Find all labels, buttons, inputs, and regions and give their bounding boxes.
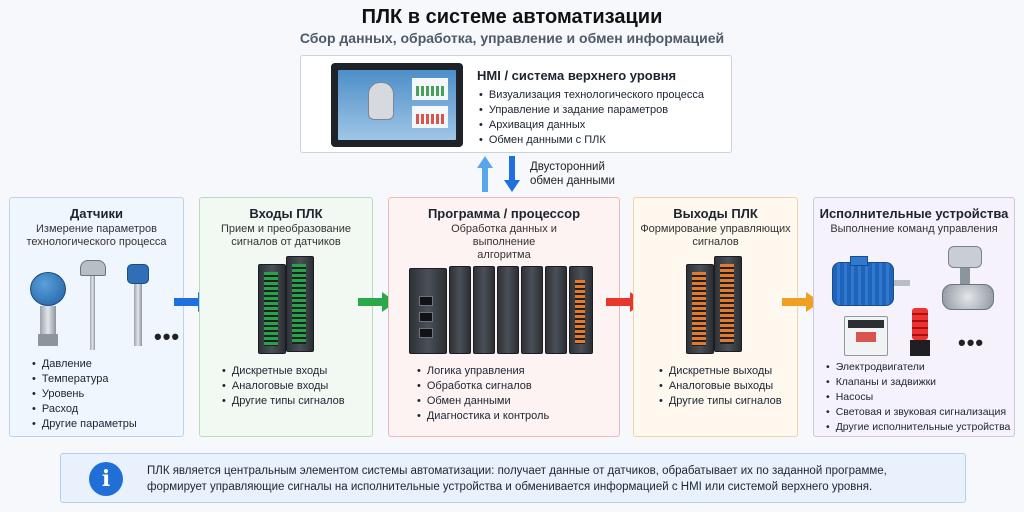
list-item: Другие исполнительные устройства [826,420,1011,435]
list-item: Диагностика и контроль [417,409,549,424]
input-module-icon [258,256,316,356]
exchange-arrows-icon [477,156,520,192]
hmi-list: Визуализация технологического процесса У… [479,88,704,148]
hmi-title: HMI / система верхнего уровня [477,68,677,83]
hmi-device-icon [331,63,463,147]
outputs-title: Выходы ПЛК [673,206,758,221]
arrow-right-icon [782,292,820,312]
exchange-label: Двусторонний обмен данными [530,161,615,187]
list-item: Дискретные выходы [659,364,782,379]
outputs-list: Дискретные выходы Аналоговые выходы Друг… [659,364,782,409]
inputs-list: Дискретные входы Аналоговые входы Другие… [222,364,345,409]
list-item: Расход [32,402,137,417]
list-item: Клапаны и задвижки [826,375,1010,390]
list-item: Визуализация технологического процесса [479,88,704,103]
sensors-subtitle: Измерение параметров технологического пр… [26,223,167,248]
actuators-box: Исполнительные устройства Выполнение ком… [813,197,1015,437]
actuators-more: ••• [958,330,985,355]
actuators-list: Электродвигатели Клапаны и задвижки Насо… [826,360,1011,435]
list-item: Аналоговые выходы [659,379,782,394]
list-item: Температура [32,372,137,387]
cpu-subtitle: Обработка данных и выполнение алгоритма [451,223,557,261]
actuators-subtitle: Выполнение команд управления [830,223,998,235]
level-sensor-icon [124,264,152,346]
list-item: Насосы [826,390,1010,405]
cpu-box: Программа / процессор Обработка данных и… [388,197,620,437]
info-banner: i ПЛК является центральным элементом сис… [60,453,966,503]
page-subtitle: Сбор данных, обработка, управление и обм… [299,30,725,46]
list-item: Архивация данных [479,118,704,133]
inputs-subtitle: Прием и преобразование сигналов от датчи… [220,223,352,248]
temperature-sensor-icon [78,260,108,350]
outputs-box: Выходы ПЛК Формирование управляющих сигн… [633,197,798,437]
list-item: Давление [32,357,137,372]
valve-icon [942,246,1002,320]
list-item: Уровень [32,387,137,402]
sensors-title: Датчики [70,206,123,221]
contactor-icon [844,316,888,356]
list-item: Электродвигатели [826,360,1010,375]
list-item: Дискретные входы [222,364,345,379]
list-item: Обмен данными с ПЛК [479,133,704,148]
outputs-subtitle: Формирование управляющих сигналов [640,223,791,248]
output-module-icon [686,256,744,356]
cpu-list: Логика управления Обработка сигналов Обм… [417,364,549,424]
list-item: Световая и звуковая сигнализация [826,405,1010,420]
list-item: Обмен данными [417,394,549,409]
sensors-box: Датчики Измерение параметров технологиче… [9,197,184,437]
list-item: Логика управления [417,364,549,379]
info-text: ПЛК является центральным элементом систе… [147,465,887,493]
sensors-list: Давление Температура Уровень Расход Друг… [32,357,137,432]
pressure-sensor-icon [28,272,68,352]
signal-light-icon [910,308,930,356]
inputs-title: Входы ПЛК [249,206,323,221]
actuators-title: Исполнительные устройства [819,206,1009,221]
plc-rack-icon [409,266,601,356]
arrow-right-icon [358,292,396,312]
list-item: Другие типы сигналов [222,394,345,409]
list-item: Другие типы сигналов [659,394,782,409]
page-title: ПЛК в системе автоматизации [361,6,663,28]
sensors-more: ••• [154,324,181,349]
inputs-box: Входы ПЛК Прием и преобразование сигнало… [199,197,373,437]
info-icon: i [89,462,123,496]
hmi-panel: HMI / система верхнего уровня Визуализац… [300,55,732,153]
list-item: Управление и задание параметров [479,103,704,118]
list-item: Другие параметры [32,417,137,432]
list-item: Обработка сигналов [417,379,549,394]
electric-motor-icon [832,256,912,308]
cpu-title: Программа / процессор [427,206,581,221]
list-item: Аналоговые входы [222,379,345,394]
